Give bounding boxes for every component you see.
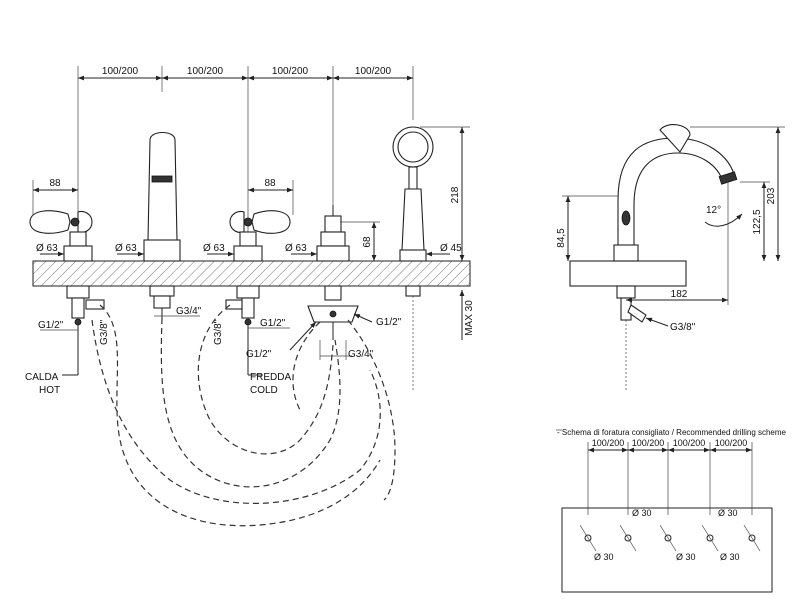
hot-valve (29, 210, 105, 340)
dim-203-label: 203 (766, 187, 777, 204)
conn-g12-diverter: G1/2" (376, 317, 402, 328)
conn-g12-mid-low: G1/2" (246, 349, 272, 360)
drill-hole (748, 534, 756, 542)
handle-offset-left-label: 88 (49, 178, 61, 189)
conn-g38-mid: G3/8" (213, 319, 224, 345)
height-218-label: 218 (450, 186, 461, 203)
drill-hole-label-4: Ø 30 (718, 508, 738, 518)
cold-label-it: FREDDA (250, 372, 291, 383)
drill-spacing-1: 100/200 (592, 438, 625, 448)
drill-hole-label-1: Ø 30 (594, 552, 614, 562)
handle-offset-right-label: 88 (264, 178, 276, 189)
side-deck (569, 260, 687, 287)
bath-spout (143, 131, 181, 318)
drill-hole (584, 534, 592, 542)
dim-845-label: 84,5 (556, 228, 567, 248)
spacing-label-4: 100/200 (355, 66, 392, 77)
drill-spacing-2: 100/200 (632, 438, 665, 448)
dim-1225-label: 122,5 (752, 209, 763, 234)
spacing-dimension: 100/200 100/200 100/200 100/200 (77, 66, 414, 252)
vertical-dims: 218 68 MAX 30 (340, 126, 475, 340)
cold-label-en: COLD (250, 385, 278, 396)
conn-g38-left: G3/8" (99, 319, 110, 345)
drill-hole (624, 534, 632, 542)
hot-cold-captions: CALDA HOT FREDDA COLD (25, 340, 291, 396)
dim-182-label: 182 (671, 289, 688, 300)
side-conn-g38: G3/8" (670, 322, 696, 333)
dia-label-5: Ø 45 (440, 243, 462, 254)
side-view: 203 122,5 84,5 182 12° G3/8" (556, 124, 785, 392)
conn-g34-diverter: G3/4" (348, 349, 374, 360)
dia-label-3: Ø 63 (203, 243, 225, 254)
conn-g12-mid: G1/2" (260, 318, 286, 329)
drill-hole (664, 534, 672, 542)
connection-labels: G1/2" G3/8" G3/4" G3/8" G1/2" G1/2" G3/4… (38, 306, 402, 360)
drill-spacing-4: 100/200 (715, 438, 748, 448)
drill-hole-label-3: Ø 30 (676, 552, 696, 562)
diameter-labels: Ø 63 Ø 63 Ø 63 Ø 63 Ø 45 (36, 243, 462, 257)
spacing-label-2: 100/200 (187, 66, 224, 77)
drill-spacing-3: 100/200 (673, 438, 706, 448)
flexible-hoses (91, 304, 396, 527)
max-30-label: MAX 30 (464, 300, 475, 336)
height-68-label: 68 (362, 236, 373, 248)
dia-label-2: Ø 63 (115, 243, 137, 254)
spacing-label-3: 100/200 (272, 66, 309, 77)
angle-label: 12° (706, 205, 721, 216)
front-view: 100/200 100/200 100/200 100/200 88 88 (25, 66, 475, 527)
spacing-label-1: 100/200 (102, 66, 139, 77)
hot-label-en: HOT (39, 385, 60, 396)
deck-slab (32, 260, 471, 287)
cold-valve (225, 210, 291, 355)
hand-shower (392, 126, 434, 392)
drill-hole (706, 534, 714, 542)
hot-label-it: CALDA (25, 372, 59, 383)
drilling-title: - Schema di foratura consigliato / Recom… (557, 428, 787, 437)
diverter-valve (307, 205, 359, 340)
conn-g12-left: G1/2" (38, 320, 64, 331)
handle-cap-icon (70, 217, 80, 227)
handle-offset-dims: 88 88 (32, 178, 294, 215)
dia-label-1: Ø 63 (36, 243, 58, 254)
drill-hole-label-2: Ø 30 (632, 508, 652, 518)
drill-hole-label-5: Ø 30 (720, 552, 740, 562)
dia-label-4: Ø 63 (285, 243, 307, 254)
drilling-scheme: - Schema di foratura consigliato / Recom… (556, 428, 787, 593)
conn-g34-spout: G3/4" (176, 306, 202, 317)
